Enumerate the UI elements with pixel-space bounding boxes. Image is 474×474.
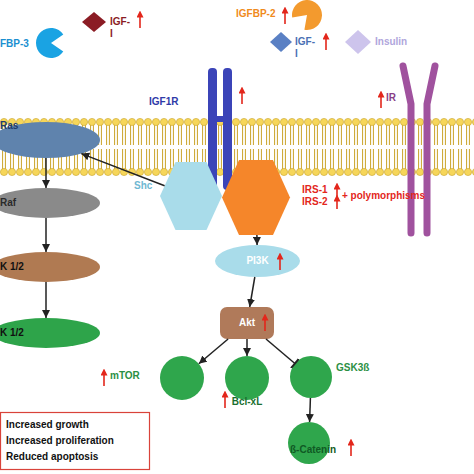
node-label: IRS-1 IRS-2 <box>302 184 336 208</box>
ellipse-shape <box>225 356 269 400</box>
hexagon-shape <box>160 162 222 230</box>
node-shape <box>398 62 440 237</box>
pathway-node: Shc <box>160 162 222 230</box>
ellipse-shape <box>215 245 300 277</box>
pathway-node: Bcl-xL <box>225 356 269 400</box>
pathway-node: GSK3ß <box>290 356 332 398</box>
activation-arrow <box>256 235 258 245</box>
node-shape <box>225 356 269 400</box>
node-label: Shc <box>134 180 152 192</box>
activation-arrow <box>250 277 255 307</box>
node-label: Ras <box>0 120 18 132</box>
increase-arrow <box>284 10 286 24</box>
node-shape <box>160 356 204 400</box>
node-shape <box>292 0 322 30</box>
node-label: IR <box>386 92 396 104</box>
node-label: K 1/2 <box>0 327 24 339</box>
pathway-node: IGF-I <box>82 12 106 32</box>
diamond-shape <box>270 32 292 52</box>
ellipse-shape <box>0 252 100 282</box>
pathway-node: FBP-3 <box>36 28 66 58</box>
pathway-node: Insulin <box>345 30 371 54</box>
increase-arrow <box>139 14 141 28</box>
box-shape <box>1 413 150 470</box>
node-label: FBP-3 <box>0 38 29 50</box>
node-label: PI3K <box>215 255 300 267</box>
activation-arrow <box>45 282 47 318</box>
increase-arrow <box>325 36 327 50</box>
node-label: IGF-I <box>110 16 130 40</box>
hexagon-shape <box>222 160 290 235</box>
node-label: Increased proliferation <box>6 435 114 447</box>
pathway-node: Ras <box>0 122 100 158</box>
node-label: IGF-I <box>295 36 315 60</box>
pathway-node: IRS-1 IRS-2+ polymorphisms <box>222 160 290 235</box>
ellipse-shape <box>288 422 330 464</box>
increase-arrow <box>380 94 382 108</box>
node-label: IGF1R <box>149 96 178 108</box>
pathway-node: IR <box>398 62 440 237</box>
node-label: Increased growth <box>6 419 89 431</box>
inhibition-connector <box>266 339 295 364</box>
pathway-node: K 1/2 <box>0 318 100 348</box>
node-label: Raf <box>0 197 16 209</box>
node-label: GSK3ß <box>336 362 369 374</box>
node-shape <box>222 160 290 235</box>
node-shape <box>288 422 330 464</box>
rounded-rect-shape <box>220 307 274 339</box>
increase-arrow <box>336 198 338 209</box>
pathway-node: IGF-I <box>270 32 292 52</box>
node-label: Reduced apoptosis <box>6 451 98 463</box>
pathway-node: Increased growthIncreased proliferationR… <box>0 412 150 470</box>
increase-arrow <box>336 186 338 197</box>
pathway-node: PI3K <box>215 245 300 277</box>
ellipse-shape <box>290 356 332 398</box>
binding-protein-shape <box>292 0 322 30</box>
node-shape <box>290 356 332 398</box>
pathway-node: Raf <box>0 188 100 218</box>
node-shape <box>36 28 66 58</box>
ellipse-shape <box>160 356 204 400</box>
node-label: K 1/2 <box>0 261 24 273</box>
node-label: Akt <box>220 317 274 329</box>
node-shape <box>82 12 106 32</box>
receptor-chain <box>403 66 435 233</box>
node-label: Bcl-xL <box>220 396 274 408</box>
activation-arrow <box>309 398 311 422</box>
node-label: Insulin <box>375 36 407 48</box>
ellipse-shape <box>0 188 100 218</box>
node-label: mTOR <box>110 370 140 382</box>
node-shape <box>160 162 222 230</box>
node-shape <box>345 30 371 54</box>
receptor-chain <box>223 68 232 190</box>
increase-arrow <box>224 394 226 408</box>
node-label: ß-Catenin <box>290 444 336 456</box>
diamond-shape <box>82 12 106 32</box>
activation-arrow <box>45 218 47 252</box>
pathway-node: K 1/2 <box>0 252 100 282</box>
binding-protein-shape <box>36 28 63 58</box>
pathway-node: IGFBP-2 <box>292 0 322 30</box>
receptor-link <box>215 116 225 122</box>
node-label: + polymorphisms <box>342 190 425 202</box>
activation-arrow <box>246 339 248 356</box>
pathway-node: ß-Catenin <box>288 422 330 464</box>
increase-arrow <box>350 442 352 456</box>
pathway-node: mTOR <box>160 356 204 400</box>
ellipse-shape <box>0 318 100 348</box>
node-shape <box>270 32 292 52</box>
activation-arrow <box>45 158 47 188</box>
diamond-shape <box>345 30 371 54</box>
increase-arrow <box>241 90 243 104</box>
node-label: IGFBP-2 <box>236 8 275 20</box>
activation-arrow <box>199 339 228 364</box>
increase-arrow <box>103 372 105 386</box>
pathway-node: Akt <box>220 307 274 339</box>
